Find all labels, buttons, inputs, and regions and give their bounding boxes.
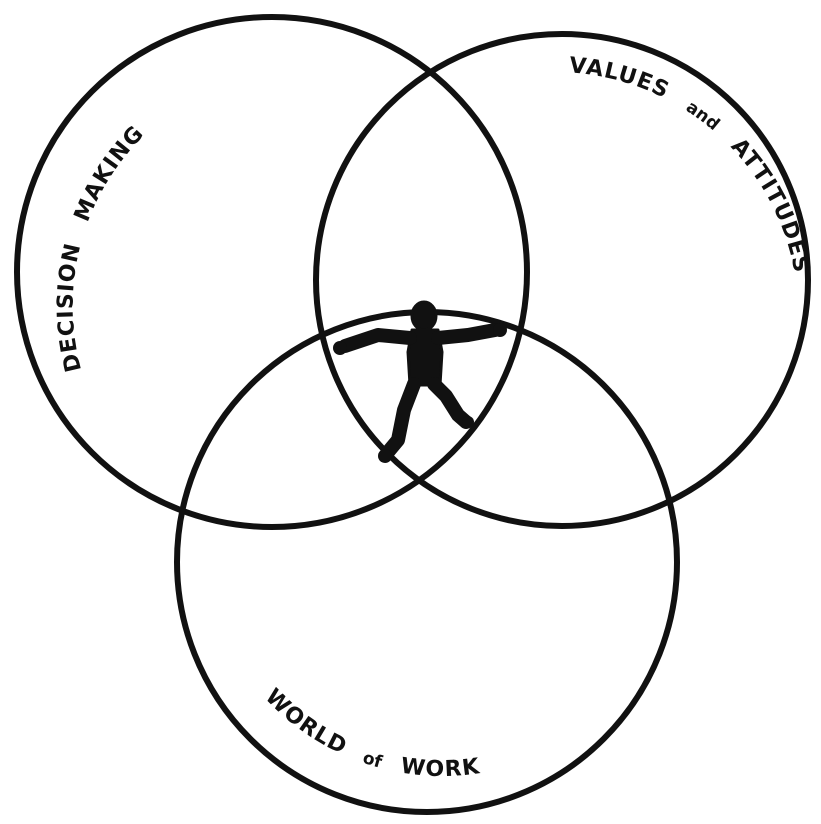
- label-work-word: WORK: [399, 754, 481, 782]
- circle-world-of-work: [177, 312, 677, 812]
- label-of-word: of: [360, 748, 384, 773]
- label-world-of-work: WORLD of WORK: [260, 684, 482, 782]
- label-making-word: MAKING: [70, 121, 150, 225]
- human-figure-icon: [333, 302, 507, 463]
- circle-decision-making: [17, 17, 527, 527]
- label-decision-making: DECISION MAKING: [54, 121, 150, 374]
- label-decision-word: DECISION: [54, 241, 87, 375]
- label-values-word: VALUES: [568, 53, 673, 103]
- label-and-word: and: [682, 97, 723, 135]
- label-world-word: WORLD: [260, 684, 351, 760]
- label-attitudes-word: ATTITUDES: [726, 134, 814, 276]
